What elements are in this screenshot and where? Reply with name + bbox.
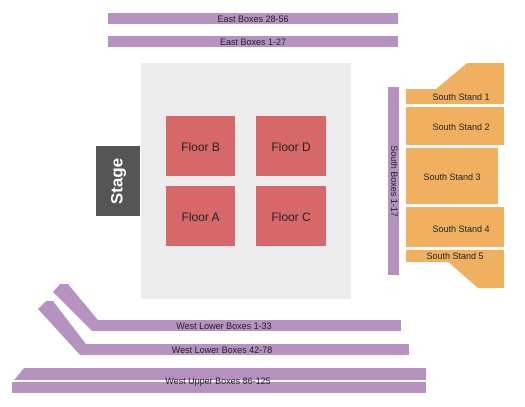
section-south-boxes-1-17-label: South Boxes 1-17 <box>389 145 399 217</box>
stage-label: Stage <box>107 158 126 204</box>
section-floor-b[interactable]: Floor B <box>166 116 235 176</box>
section-west-upper-boxes-86-125[interactable]: West Upper Boxes 86-125 <box>12 368 426 393</box>
section-floor-d-label: Floor D <box>271 140 311 154</box>
section-south-stand-5-label: South Stand 5 <box>426 251 483 261</box>
section-south-stand-1-label: South Stand 1 <box>432 92 489 102</box>
section-floor-a-label: Floor A <box>181 210 219 224</box>
section-south-stand-5[interactable]: South Stand 5 <box>406 250 504 288</box>
section-south-stand-4-label: South Stand 4 <box>432 224 489 234</box>
section-south-stand-3[interactable]: South Stand 3 <box>406 148 498 204</box>
stage: Stage <box>96 146 140 216</box>
section-west-lower-boxes-42-78-label: West Lower Boxes 42-78 <box>172 345 272 355</box>
section-floor-c-label: Floor C <box>271 210 311 224</box>
section-south-stand-1[interactable]: South Stand 1 <box>406 63 504 104</box>
section-east-boxes-1-27-label: East Boxes 1-27 <box>220 37 286 47</box>
section-south-stand-3-label: South Stand 3 <box>423 172 480 182</box>
section-west-lower-boxes-1-33-label: West Lower Boxes 1-33 <box>176 321 271 331</box>
floor-area <box>141 63 351 299</box>
section-east-boxes-1-27[interactable]: East Boxes 1-27 <box>108 36 398 47</box>
section-south-boxes-1-17[interactable]: South Boxes 1-17 <box>388 87 399 275</box>
section-west-lower-boxes-1-33[interactable]: West Lower Boxes 1-33 <box>53 284 401 331</box>
section-floor-d[interactable]: Floor D <box>256 116 326 176</box>
section-floor-a[interactable]: Floor A <box>166 186 235 246</box>
section-south-stand-4[interactable]: South Stand 4 <box>406 207 504 247</box>
section-floor-c[interactable]: Floor C <box>256 186 326 246</box>
section-east-boxes-28-56-label: East Boxes 28-56 <box>217 14 288 24</box>
section-south-stand-2[interactable]: South Stand 2 <box>406 107 504 145</box>
section-floor-b-label: Floor B <box>181 140 220 154</box>
section-west-upper-boxes-86-125-label: West Upper Boxes 86-125 <box>165 376 270 386</box>
section-south-stand-2-label: South Stand 2 <box>432 122 489 132</box>
section-east-boxes-28-56[interactable]: East Boxes 28-56 <box>108 13 398 24</box>
section-west-lower-boxes-42-78[interactable]: West Lower Boxes 42-78 <box>38 301 409 355</box>
